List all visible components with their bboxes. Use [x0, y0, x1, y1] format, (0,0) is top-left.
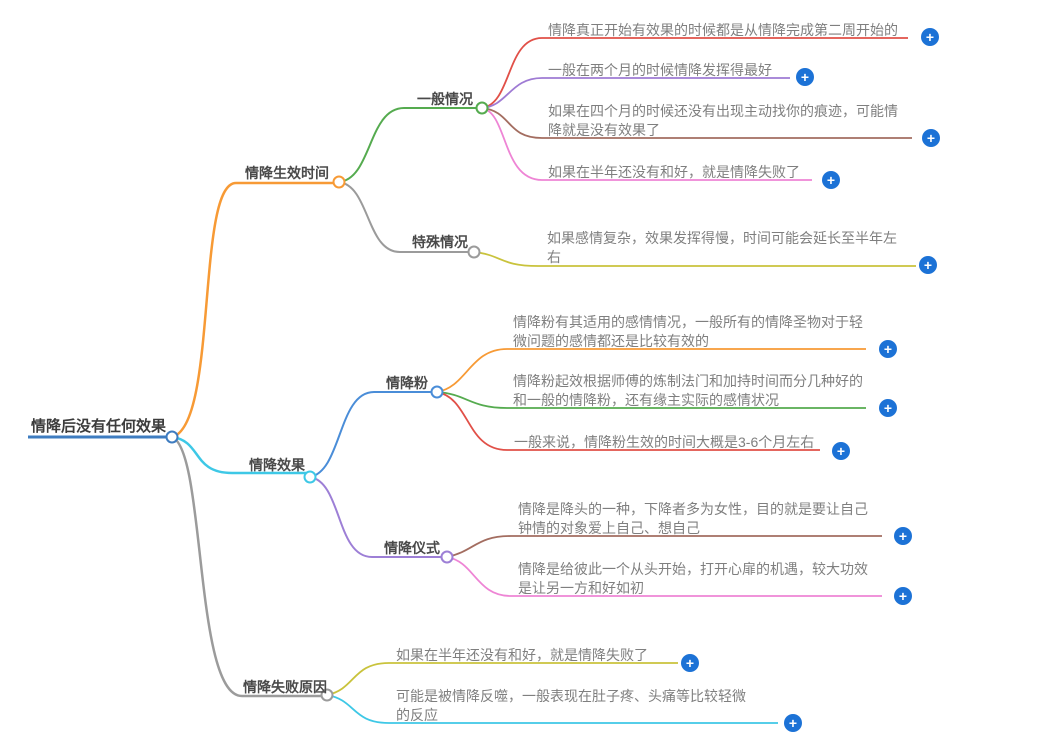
- leaf-text: 降就是没有效果了: [548, 122, 660, 138]
- expand-button[interactable]: +: [894, 527, 912, 545]
- leaf-text: 右: [547, 249, 561, 265]
- node-handle-shengxiaoshijian[interactable]: [332, 175, 346, 189]
- leaf-text: 的反应: [396, 707, 438, 723]
- edge-leaf-shibai-halfyear: [326, 662, 678, 696]
- edge-leaf-week2: [481, 37, 908, 109]
- leaf-text: 微问题的感情都还是比较有效的: [513, 333, 709, 349]
- edge-root-to-shengxiaoshijian: [171, 181, 339, 439]
- leaf-week2[interactable]: 情降真正开始有效果的时候都是从情降完成第二周开始的: [548, 21, 898, 40]
- edge-leaf-yishi-jiyu: [446, 556, 882, 597]
- expand-button[interactable]: +: [879, 399, 897, 417]
- edge-leaf-fen-36months: [436, 391, 820, 451]
- leaf-text: 一般来说，情降粉生效的时间大概是3-6个月左右: [514, 434, 815, 450]
- edge-leaf-fen-shiyong: [436, 348, 866, 393]
- leaf-text: 钟情的对象爱上自己、想自己: [518, 520, 700, 536]
- edge-leaf-halfyear: [481, 107, 812, 181]
- leaf-fen-qixiao[interactable]: 情降粉起效根据师傅的炼制法门和加持时间而分几种好的 和一般的情降粉，还有缘主实际…: [513, 372, 863, 410]
- topic-shengxiaoshijian[interactable]: 情降生效时间: [245, 165, 329, 181]
- edge-to-qingjiangyishi: [309, 476, 447, 558]
- edge-leaf-yishi-jiangtou: [446, 535, 882, 558]
- topic-shibaiyuanyin[interactable]: 情降失败原因: [243, 679, 327, 695]
- node-handle-qingjiangyishi[interactable]: [440, 550, 454, 564]
- leaf-text: 情降粉有其适用的感情情况，一般所有的情降圣物对于轻: [513, 314, 863, 330]
- topic-yibanqingkuang[interactable]: 一般情况: [417, 91, 473, 107]
- expand-button[interactable]: +: [879, 340, 897, 358]
- expand-button[interactable]: +: [796, 68, 814, 86]
- edge-to-teshuqingkuang: [338, 181, 474, 253]
- edge-leaf-4months: [481, 107, 912, 139]
- topic-qingjiangyishi[interactable]: 情降仪式: [384, 540, 440, 556]
- leaf-text: 情降真正开始有效果的时候都是从情降完成第二周开始的: [548, 22, 898, 38]
- edge-to-yibanqingkuang: [338, 107, 482, 183]
- node-handle-shibaiyuanyin[interactable]: [320, 688, 334, 702]
- node-handle-yibanqingkuang[interactable]: [475, 101, 489, 115]
- expand-button[interactable]: +: [919, 256, 937, 274]
- edge-root-to-shibaiyuanyin: [171, 435, 327, 698]
- edge-to-qingjiangfen: [309, 391, 437, 478]
- leaf-text: 和一般的情降粉，还有缘主实际的感情状况: [513, 392, 779, 408]
- edge-root-to-xiaoguo: [171, 435, 310, 475]
- leaf-yishi-jiyu[interactable]: 情降是给彼此一个从头开始，打开心扉的机遇，较大功效 是让另一方和好如初: [518, 560, 868, 598]
- leaf-text: 情降粉起效根据师傅的炼制法门和加持时间而分几种好的: [513, 373, 863, 389]
- topic-xiaoguo[interactable]: 情降效果: [249, 457, 305, 473]
- topic-root[interactable]: 情降后没有任何效果: [31, 418, 167, 435]
- node-handle-root[interactable]: [165, 430, 179, 444]
- leaf-text: 可能是被情降反噬，一般表现在肚子疼、头痛等比较轻微: [396, 688, 746, 704]
- node-handle-teshuqingkuang[interactable]: [467, 245, 481, 259]
- leaf-text: 一般在两个月的时候情降发挥得最好: [548, 62, 772, 78]
- topic-teshuqingkuang[interactable]: 特殊情况: [412, 234, 468, 250]
- leaf-text: 情降是给彼此一个从头开始，打开心扉的机遇，较大功效: [518, 561, 868, 577]
- leaf-yishi-jiangtou[interactable]: 情降是降头的一种，下降者多为女性，目的就是要让自己 钟情的对象爱上自己、想自己: [518, 500, 868, 538]
- edge-leaf-fen-qixiao: [436, 391, 866, 409]
- leaf-text: 情降是降头的一种，下降者多为女性，目的就是要让自己: [518, 501, 868, 517]
- leaf-shibai-fanshi[interactable]: 可能是被情降反噬，一般表现在肚子疼、头痛等比较轻微 的反应: [396, 687, 746, 725]
- node-handle-qingjiangfen[interactable]: [430, 385, 444, 399]
- leaf-halfyear[interactable]: 如果在半年还没有和好，就是情降失败了: [548, 163, 800, 182]
- expand-button[interactable]: +: [894, 587, 912, 605]
- expand-button[interactable]: +: [822, 171, 840, 189]
- leaf-4months[interactable]: 如果在四个月的时候还没有出现主动找你的痕迹，可能情 降就是没有效果了: [548, 102, 898, 140]
- expand-button[interactable]: +: [832, 442, 850, 460]
- leaf-text: 如果在半年还没有和好，就是情降失败了: [548, 164, 800, 180]
- expand-button[interactable]: +: [681, 654, 699, 672]
- edge-leaf-2months: [481, 77, 790, 109]
- node-handle-xiaoguo[interactable]: [303, 470, 317, 484]
- leaf-text: 如果在四个月的时候还没有出现主动找你的痕迹，可能情: [548, 103, 898, 119]
- leaf-fen-shiyong[interactable]: 情降粉有其适用的感情情况，一般所有的情降圣物对于轻 微问题的感情都还是比较有效的: [513, 313, 863, 351]
- topic-qingjiangfen[interactable]: 情降粉: [386, 375, 428, 391]
- edge-leaf-shibai-fanshi: [326, 694, 778, 724]
- leaf-text: 如果感情复杂，效果发挥得慢，时间可能会延长至半年左: [547, 230, 897, 246]
- leaf-text: 如果在半年还没有和好，就是情降失败了: [396, 647, 648, 663]
- leaf-2months[interactable]: 一般在两个月的时候情降发挥得最好: [548, 61, 772, 80]
- edge-leaf-complex: [473, 251, 916, 267]
- leaf-text: 是让另一方和好如初: [518, 580, 644, 596]
- expand-button[interactable]: +: [922, 129, 940, 147]
- leaf-shibai-halfyear[interactable]: 如果在半年还没有和好，就是情降失败了: [396, 646, 648, 665]
- leaf-complex[interactable]: 如果感情复杂，效果发挥得慢，时间可能会延长至半年左 右: [547, 229, 897, 267]
- expand-button[interactable]: +: [921, 28, 939, 46]
- expand-button[interactable]: +: [784, 714, 802, 732]
- leaf-fen-36months[interactable]: 一般来说，情降粉生效的时间大概是3-6个月左右: [514, 433, 814, 452]
